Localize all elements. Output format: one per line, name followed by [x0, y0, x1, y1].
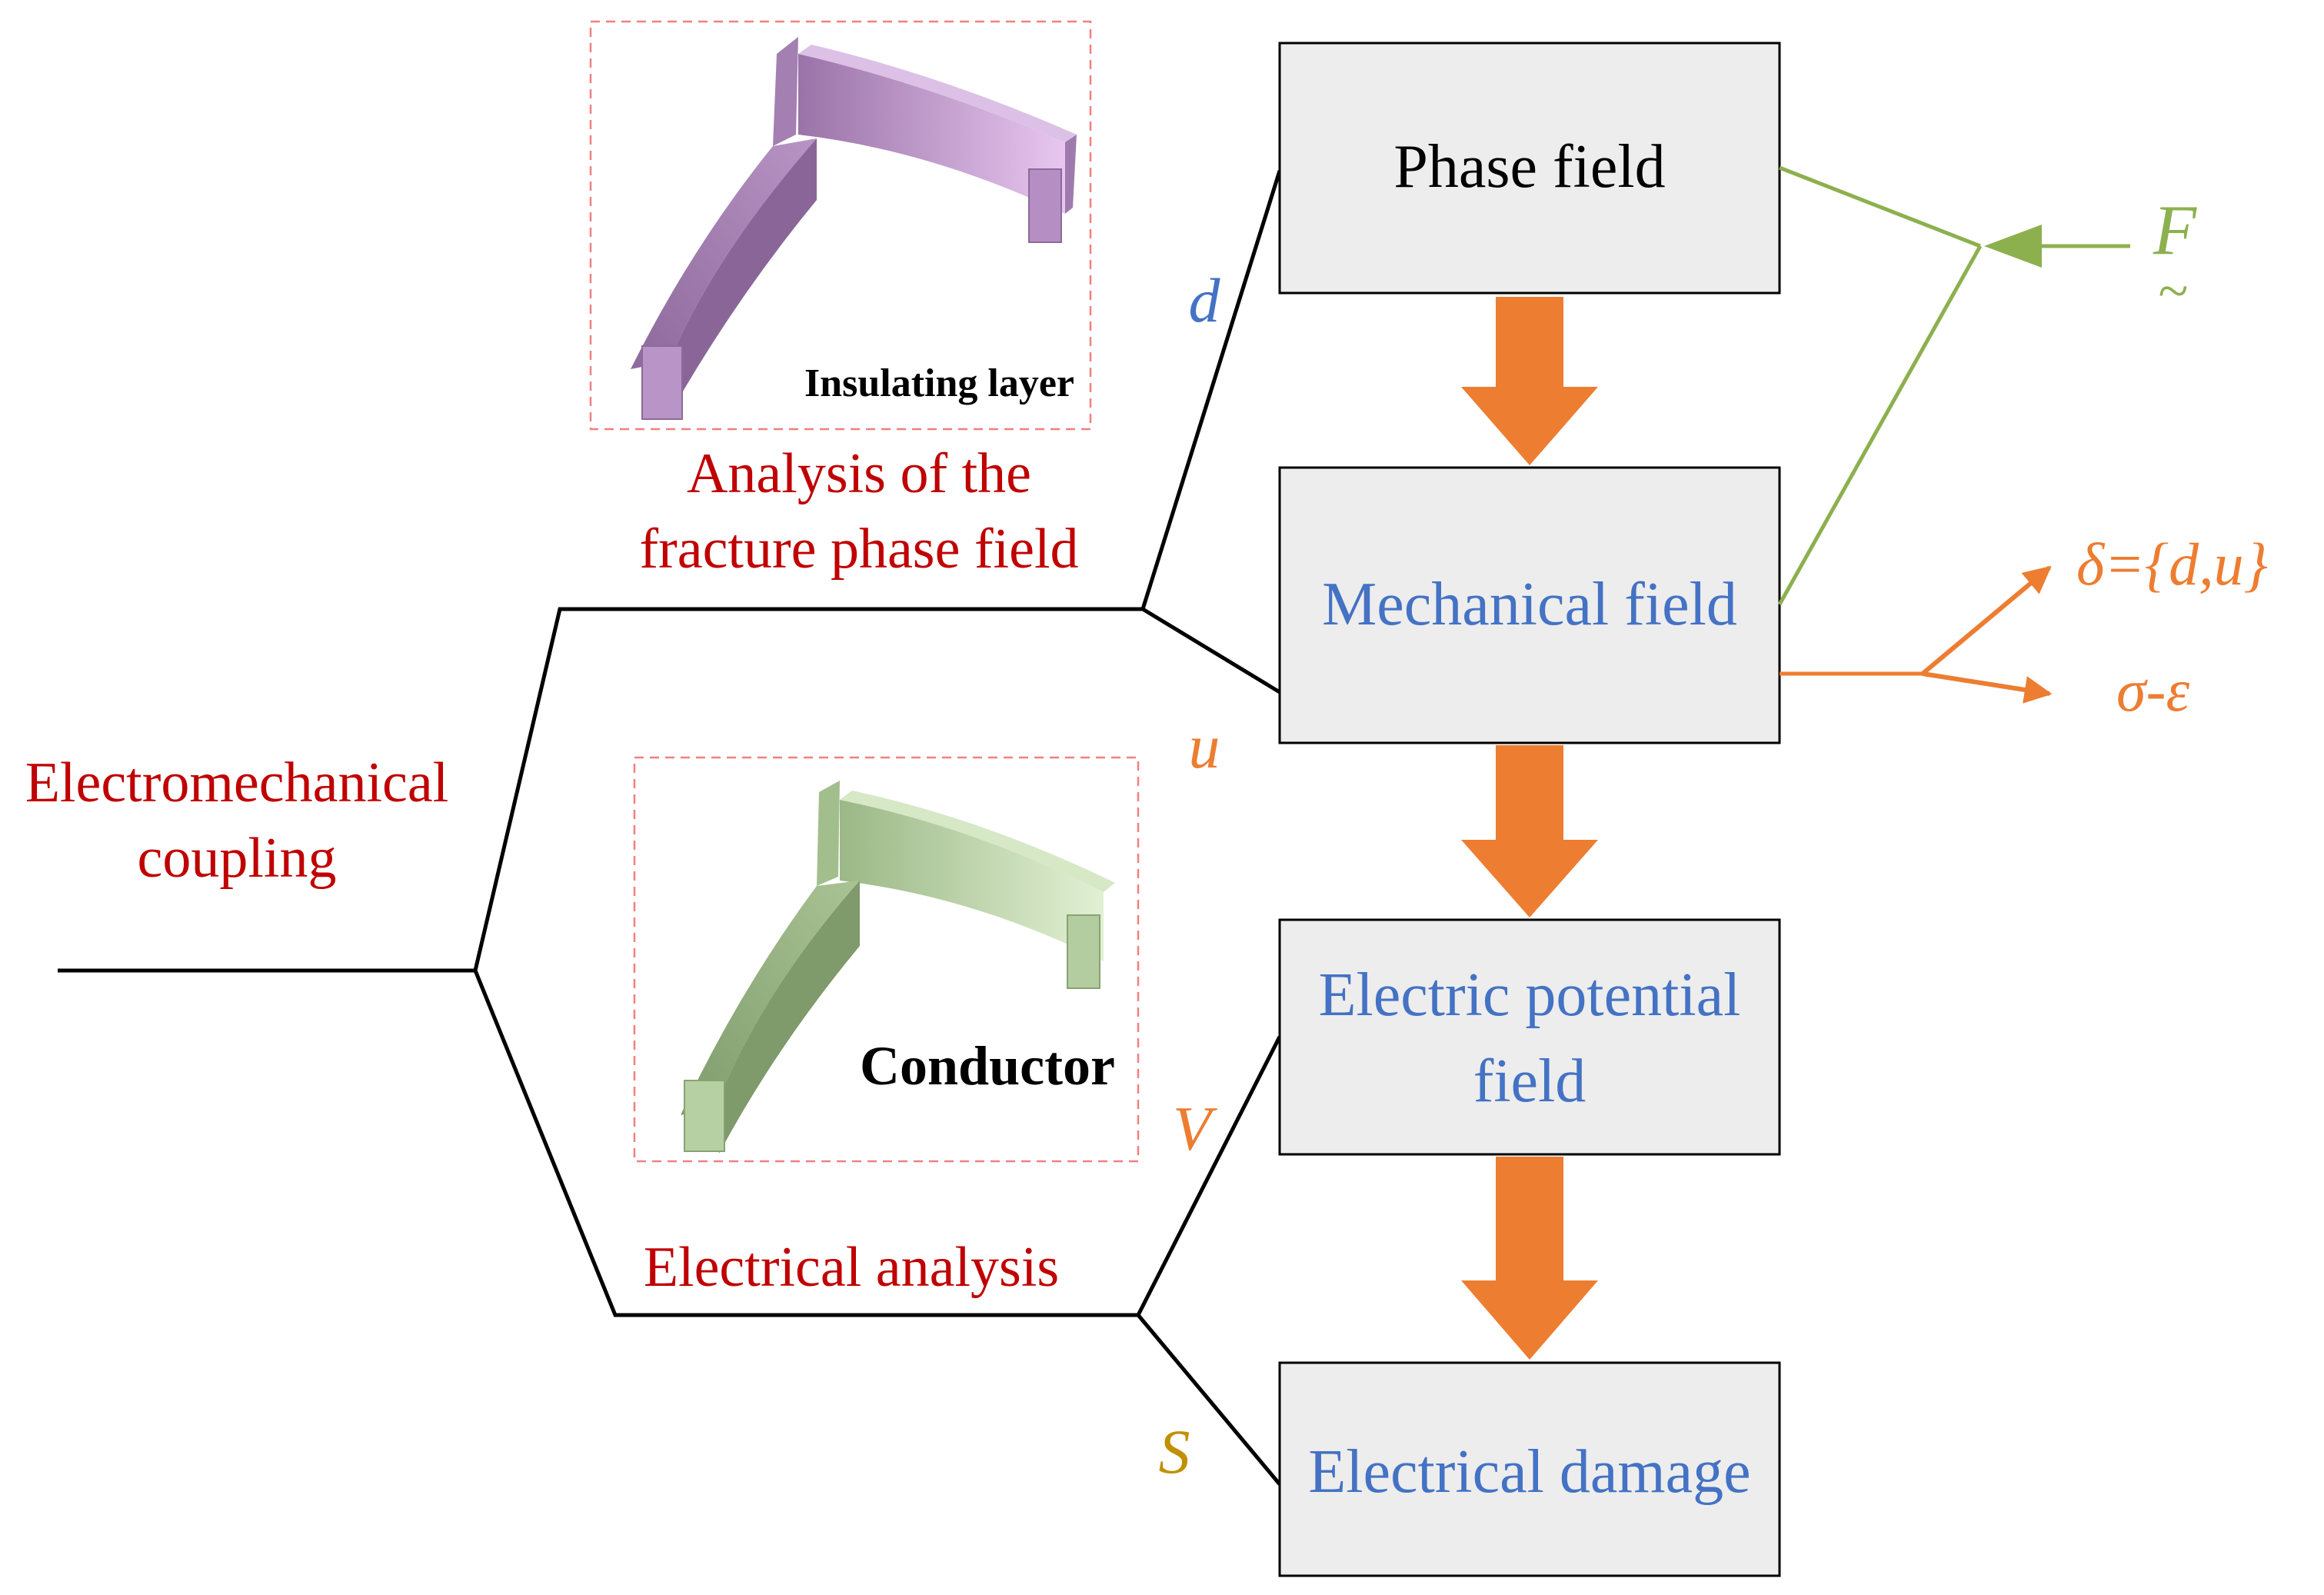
output-sigma-arrow	[1922, 671, 2053, 704]
upper-branch-line	[473, 607, 1143, 971]
arrow-electric-to-damage	[1461, 1157, 1598, 1360]
load-line-to-mechanical	[1777, 245, 1983, 606]
root-label-line1: Electromechanical	[25, 751, 449, 814]
output-sigma-epsilon-label: σ-ε	[2116, 657, 2189, 724]
variable-d: d	[1189, 265, 1221, 335]
arrow-phase-to-mechanical	[1461, 297, 1598, 465]
curved-bracket-conductor-icon	[681, 781, 1115, 1154]
tree-lines	[58, 170, 1282, 1486]
mechanical-outputs: δ={d,u} σ-ε	[1780, 531, 2268, 724]
fracture-branch-label-line1: Analysis of the	[687, 442, 1031, 505]
mechanical-field-connector	[1141, 607, 1281, 694]
insulating-layer-panel: Insulating layer	[589, 20, 1092, 431]
conductor-panel-frame	[633, 756, 1140, 1163]
flow-arrows	[1461, 297, 1598, 1360]
variable-S: S	[1159, 1417, 1190, 1487]
electrical-branch-label: Electrical analysis	[644, 1236, 1059, 1299]
variable-u: u	[1189, 711, 1220, 781]
insulating-panel-frame	[589, 20, 1092, 431]
lower-branch-line	[473, 970, 1138, 1317]
arrow-mechanical-to-electric	[1461, 745, 1598, 917]
phase-field-connector	[1140, 170, 1282, 610]
electrical-damage-box: Electrical damage	[1278, 1361, 1781, 1577]
conductor-caption: Conductor	[860, 1035, 1115, 1097]
output-delta-arrow	[1921, 565, 2052, 676]
mechanical-field-box: Mechanical field	[1278, 466, 1781, 744]
electric-potential-field-label-line2: field	[1473, 1047, 1587, 1115]
damage-connector	[1137, 1314, 1281, 1486]
load-arrowhead	[1984, 225, 2042, 268]
root-label-line2: coupling	[138, 827, 337, 890]
electric-field-connector	[1136, 1035, 1282, 1317]
mechanical-field-label: Mechanical field	[1322, 571, 1737, 638]
load-line-to-phase	[1779, 165, 1981, 248]
insulating-layer-caption: Insulating layer	[804, 361, 1074, 405]
electric-potential-field-label-line1: Electric potential	[1319, 961, 1741, 1029]
load-F-tilde: ~	[2159, 260, 2189, 321]
electrical-damage-label: Electrical damage	[1308, 1438, 1750, 1506]
curved-bracket-insulating-layer-icon	[631, 37, 1077, 420]
output-delta-label: δ={d,u}	[2076, 531, 2268, 598]
phase-field-label: Phase field	[1393, 133, 1665, 201]
electric-potential-field-box: Electric potential field	[1278, 918, 1781, 1156]
fracture-branch-label-line2: fracture phase field	[639, 518, 1078, 581]
phase-field-box: Phase field	[1278, 42, 1781, 295]
load-input: F ~	[1777, 165, 2197, 606]
variable-V: V	[1173, 1094, 1217, 1164]
conductor-panel: Conductor	[633, 756, 1140, 1163]
load-F-symbol: F	[2153, 191, 2197, 269]
